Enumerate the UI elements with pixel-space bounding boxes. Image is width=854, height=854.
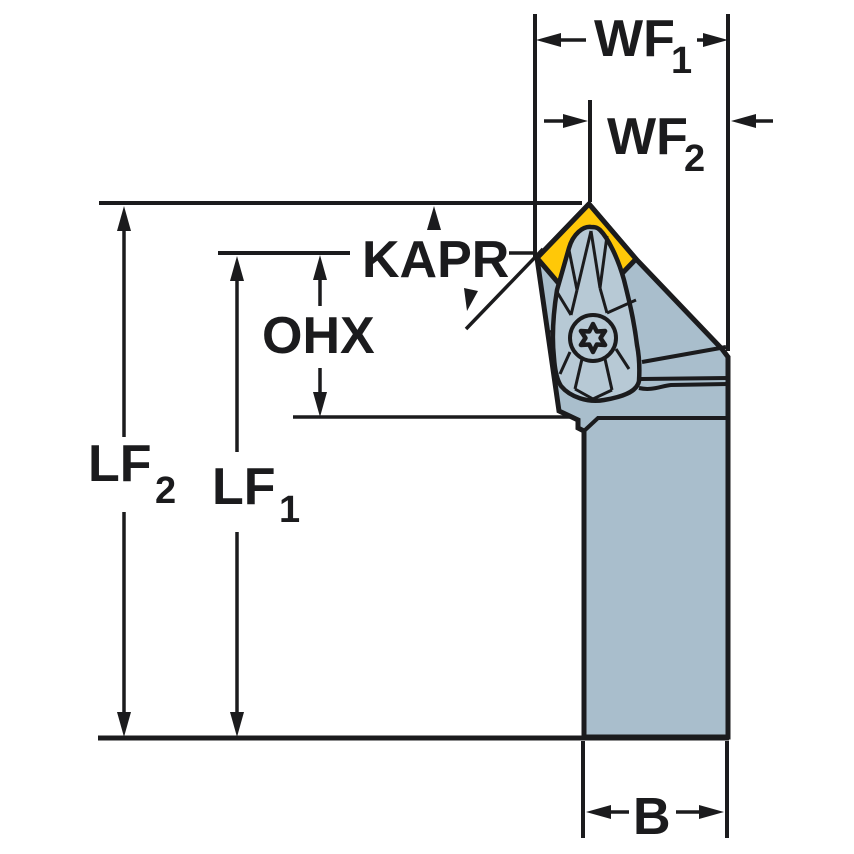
kapr-angle-callout: KAPR (362, 206, 545, 331)
clamp-facet-1 (575, 230, 593, 291)
lf2-label: LF (88, 435, 152, 493)
clamp-facet-7 (555, 291, 573, 316)
lf2-dimension: LF 2 (88, 206, 176, 737)
screw-ring (568, 313, 618, 363)
shank-top-edge (582, 416, 728, 433)
clamp-facet-12 (603, 358, 614, 391)
wf2-dimension: WF 2 (544, 108, 773, 180)
head-face-edge-lower (638, 382, 729, 391)
wf2-label: WF (607, 108, 688, 166)
lf1-arrowhead-top (230, 256, 244, 281)
lf1-label-subscript: 1 (279, 489, 300, 531)
ohx-arrowhead-bottom (313, 392, 327, 417)
ohx-dimension: OHX (262, 255, 375, 417)
wf1-dimension: WF 1 (536, 10, 728, 82)
clamp-facet-13 (574, 387, 613, 401)
b-arrowhead-left (586, 805, 611, 819)
wf2-arrowhead-left (563, 114, 588, 128)
b-arrowhead-right (699, 805, 724, 819)
torx-screw-icon (578, 321, 608, 355)
clamp-facet-11 (573, 358, 584, 390)
lf2-label-subscript: 2 (155, 470, 176, 512)
b-dimension: B (586, 788, 724, 846)
lf2-arrowhead-bottom (117, 712, 131, 737)
insert-clamp (550, 224, 642, 403)
clamp-facet-4 (598, 235, 609, 289)
wf2-label-subscript: 2 (684, 138, 705, 180)
lf1-arrowhead-bottom (230, 712, 244, 737)
b-label: B (633, 788, 671, 846)
wf2-arrowhead-right (731, 114, 756, 128)
wf1-label: WF (594, 10, 675, 68)
clamp-facet-3 (567, 249, 579, 291)
clamp-facet-6 (598, 287, 609, 314)
kapr-arc-arrowhead-diagonal (464, 288, 478, 311)
lf1-label: LF (212, 458, 276, 516)
kapr-label: KAPR (362, 231, 509, 289)
clamp-facet-9 (558, 351, 572, 375)
head-face-edge-mid (640, 376, 729, 381)
ohx-arrowhead-top (313, 255, 327, 280)
wf1-arrowhead-right (703, 33, 728, 47)
lf2-arrowhead-top (117, 206, 131, 231)
lf1-dimension: LF 1 (212, 256, 300, 737)
ohx-label: OHX (262, 307, 375, 365)
head-face-edge-upper (641, 345, 727, 364)
wf1-arrowhead-left (536, 33, 561, 47)
cutting-edge-extension-line (464, 247, 545, 331)
kapr-arc-arrowhead-up (427, 206, 441, 230)
clamp-facet-8 (606, 298, 637, 315)
clamp-facet-2 (589, 230, 602, 289)
wf1-label-subscript: 1 (671, 40, 692, 82)
clamp-facet-5 (569, 289, 579, 316)
clamp-facet-10 (614, 348, 631, 370)
